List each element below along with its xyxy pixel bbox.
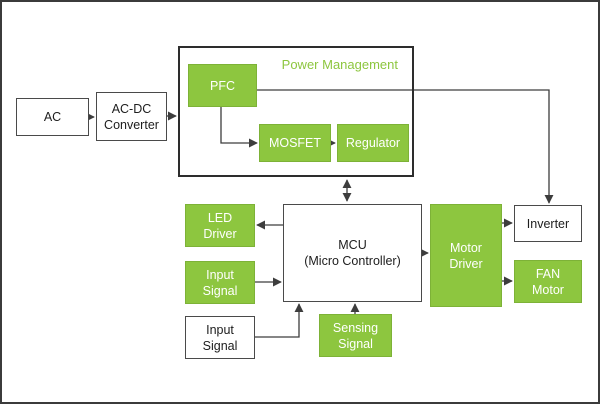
connector-pfc-to-mosfet — [220, 107, 258, 148]
block-sensing-signal: Sensing Signal — [319, 314, 392, 357]
power-management-group: Power Management — [178, 46, 414, 177]
block-fan-motor: FAN Motor — [514, 260, 582, 303]
block-mcu: MCU (Micro Controller) — [283, 204, 422, 302]
connector-input-signal2-to-mcu — [255, 303, 304, 338]
block-ac: AC — [16, 98, 89, 136]
block-pfc: PFC — [188, 64, 257, 107]
block-mosfet: MOSFET — [259, 124, 331, 162]
block-inverter: Inverter — [514, 205, 582, 242]
block-regulator: Regulator — [337, 124, 409, 162]
block-led-driver: LED Driver — [185, 204, 255, 247]
block-input-signal-2: Input Signal — [185, 316, 255, 359]
connector-pfc-to-inverter — [257, 89, 554, 204]
block-acdc-converter: AC-DC Converter — [96, 92, 167, 141]
block-motor-driver: Motor Driver — [430, 204, 502, 307]
block-input-signal-1: Input Signal — [185, 261, 255, 304]
power-management-title: Power Management — [281, 57, 398, 72]
